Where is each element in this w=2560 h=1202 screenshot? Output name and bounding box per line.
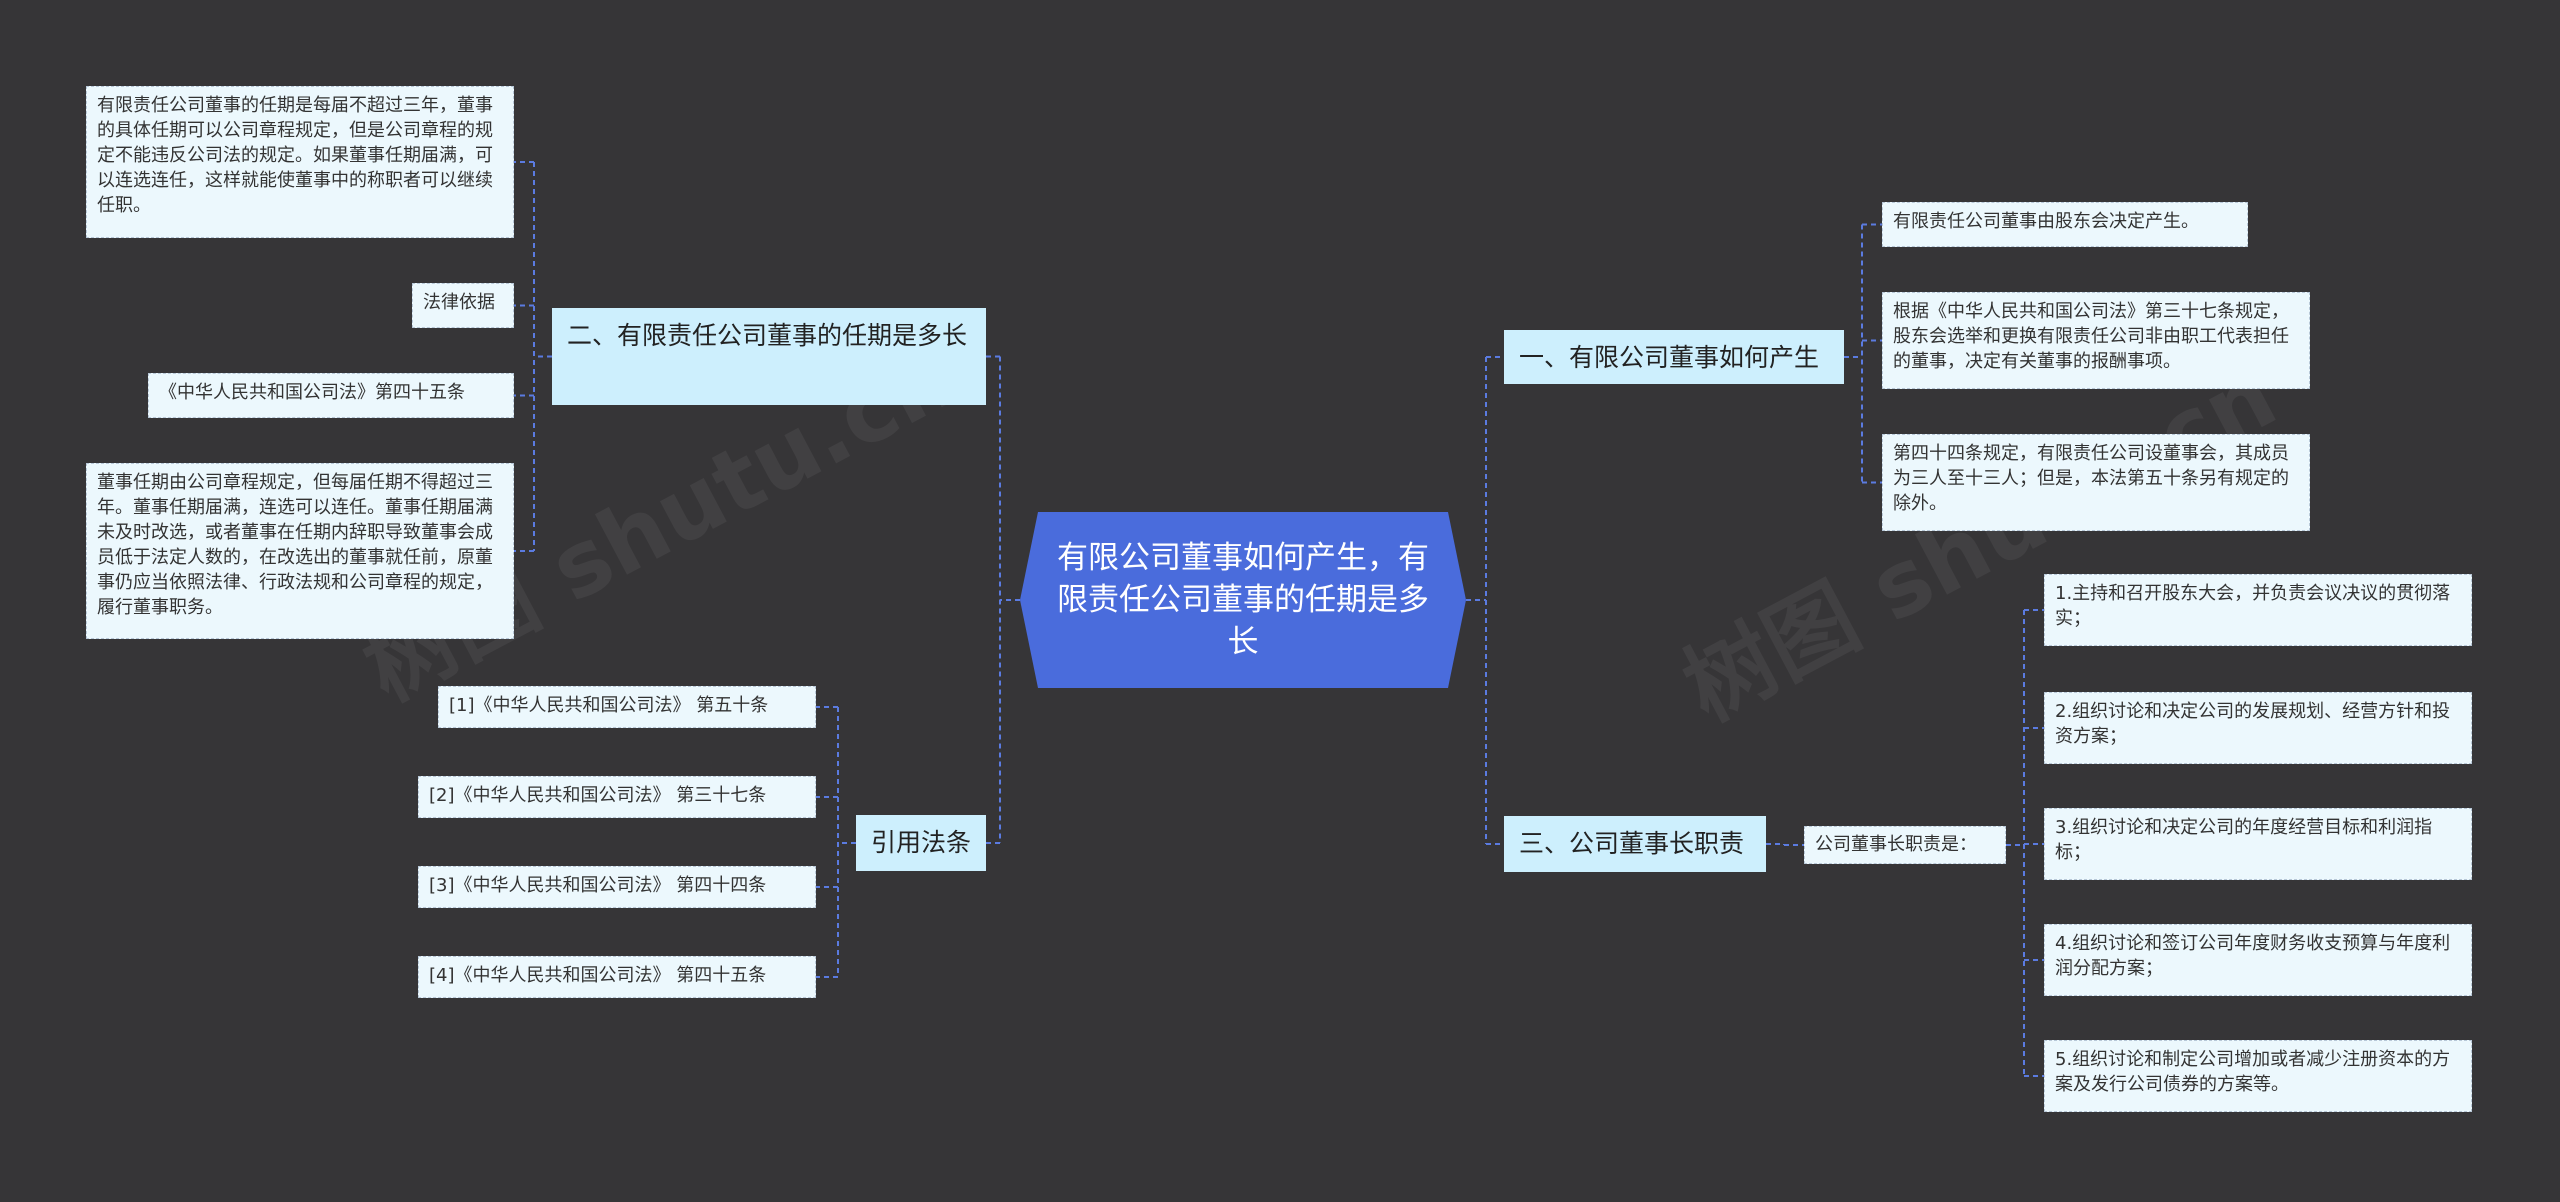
branch-director-term[interactable]: 二、有限责任公司董事的任期是多长 bbox=[552, 308, 986, 405]
branch-label: 一、有限公司董事如何产生 bbox=[1519, 343, 1820, 372]
leaf-text: [1]《中华人民共和国公司法》 第五十条 bbox=[449, 695, 769, 716]
leaf-text: 根据《中华人民共和国公司法》第三十七条规定，股东会选举和更换有限责任公司非由职工… bbox=[1893, 301, 2289, 372]
branch-label: 三、公司董事长职责 bbox=[1519, 829, 1745, 858]
leaf-citation[interactable]: [4]《中华人民共和国公司法》 第四十五条 bbox=[418, 956, 816, 998]
branch-cited-laws[interactable]: 引用法条 bbox=[856, 815, 986, 871]
leaf-text: 《中华人民共和国公司法》第四十五条 bbox=[159, 382, 465, 403]
leaf-note[interactable]: 第四十四条规定，有限责任公司设董事会，其成员为三人至十三人；但是，本法第五十条另… bbox=[1882, 434, 2310, 531]
leaf-citation[interactable]: [1]《中华人民共和国公司法》 第五十条 bbox=[438, 686, 816, 728]
branch-chairman-duties[interactable]: 三、公司董事长职责 bbox=[1504, 816, 1766, 872]
leaf-note[interactable]: 《中华人民共和国公司法》第四十五条 bbox=[148, 373, 514, 418]
leaf-note[interactable]: 4.组织讨论和签订公司年度财务收支预算与年度利润分配方案； bbox=[2044, 924, 2472, 996]
leaf-text: 5.组织讨论和制定公司增加或者减少注册资本的方案及发行公司债券的方案等。 bbox=[2055, 1049, 2451, 1095]
leaf-text: 公司董事长职责是： bbox=[1815, 834, 1977, 855]
leaf-note[interactable]: 5.组织讨论和制定公司增加或者减少注册资本的方案及发行公司债券的方案等。 bbox=[2044, 1040, 2472, 1112]
leaf-note[interactable]: 有限责任公司董事的任期是每届不超过三年，董事的具体任期可以公司章程规定，但是公司… bbox=[86, 86, 514, 238]
leaf-text: 2.组织讨论和决定公司的发展规划、经营方针和投资方案； bbox=[2055, 701, 2451, 747]
branch-label: 二、有限责任公司董事的任期是多长 bbox=[567, 321, 968, 350]
leaf-text: 3.组织讨论和决定公司的年度经营目标和利润指标； bbox=[2055, 817, 2433, 863]
leaf-text: 法律依据 bbox=[423, 292, 495, 313]
central-topic-label: 有限公司董事如何产生，有限责任公司董事的任期是多长 bbox=[1057, 540, 1429, 660]
leaf-note[interactable]: 法律依据 bbox=[412, 283, 514, 328]
central-topic-shape bbox=[1020, 512, 1466, 688]
leaf-note[interactable]: 2.组织讨论和决定公司的发展规划、经营方针和投资方案； bbox=[2044, 692, 2472, 764]
branch-label: 引用法条 bbox=[871, 828, 972, 857]
leaf-text: 4.组织讨论和签订公司年度财务收支预算与年度利润分配方案； bbox=[2055, 933, 2451, 979]
leaf-text: [3]《中华人民共和国公司法》 第四十四条 bbox=[429, 875, 767, 896]
leaf-text: 第四十四条规定，有限责任公司设董事会，其成员为三人至十三人；但是，本法第五十条另… bbox=[1893, 443, 2289, 514]
leaf-note[interactable]: 根据《中华人民共和国公司法》第三十七条规定，股东会选举和更换有限责任公司非由职工… bbox=[1882, 292, 2310, 389]
leaf-note[interactable]: 有限责任公司董事由股东会决定产生。 bbox=[1882, 202, 2248, 247]
leaf-text: 董事任期由公司章程规定，但每届任期不得超过三年。董事任期届满，连选可以连任。董事… bbox=[97, 472, 493, 618]
leaf-text: 有限责任公司董事的任期是每届不超过三年，董事的具体任期可以公司章程规定，但是公司… bbox=[97, 95, 493, 216]
sub-topic-duties-intro[interactable]: 公司董事长职责是： bbox=[1804, 826, 2006, 864]
leaf-note[interactable]: 董事任期由公司章程规定，但每届任期不得超过三年。董事任期届满，连选可以连任。董事… bbox=[86, 463, 514, 639]
central-topic[interactable]: 有限公司董事如何产生，有限责任公司董事的任期是多长 bbox=[1020, 512, 1466, 688]
leaf-text: [4]《中华人民共和国公司法》 第四十五条 bbox=[429, 965, 767, 986]
leaf-text: 有限责任公司董事由股东会决定产生。 bbox=[1893, 211, 2199, 232]
leaf-note[interactable]: 1.主持和召开股东大会，并负责会议决议的贯彻落实； bbox=[2044, 574, 2472, 646]
leaf-citation[interactable]: [3]《中华人民共和国公司法》 第四十四条 bbox=[418, 866, 816, 908]
leaf-note[interactable]: 3.组织讨论和决定公司的年度经营目标和利润指标； bbox=[2044, 808, 2472, 880]
leaf-citation[interactable]: [2]《中华人民共和国公司法》 第三十七条 bbox=[418, 776, 816, 818]
leaf-text: 1.主持和召开股东大会，并负责会议决议的贯彻落实； bbox=[2055, 583, 2451, 629]
branch-how-directors-produced[interactable]: 一、有限公司董事如何产生 bbox=[1504, 330, 1844, 384]
leaf-text: [2]《中华人民共和国公司法》 第三十七条 bbox=[429, 785, 767, 806]
